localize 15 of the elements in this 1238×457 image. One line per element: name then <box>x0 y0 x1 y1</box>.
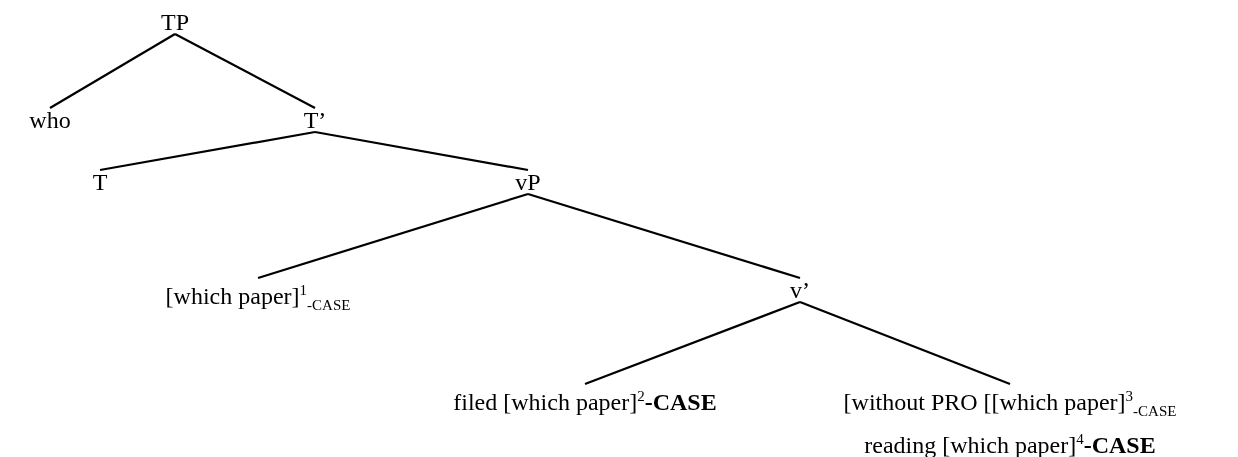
branch-line <box>314 130 529 172</box>
node-label: who <box>29 106 71 134</box>
branch-line <box>174 33 316 109</box>
branch-line <box>257 192 529 280</box>
node-label: TP <box>161 8 189 36</box>
branch-line <box>584 300 801 386</box>
node-label: vP <box>515 168 541 196</box>
branch-line <box>527 192 801 280</box>
node-label: T <box>92 168 108 196</box>
branch-line <box>49 33 176 109</box>
node-label: v’ <box>790 276 810 304</box>
branch-line <box>799 300 1011 386</box>
branch-line <box>99 130 316 172</box>
node-label: T’ <box>303 106 327 134</box>
node-label: filed [which paper]$^{2}$-CASE <box>453 382 717 416</box>
